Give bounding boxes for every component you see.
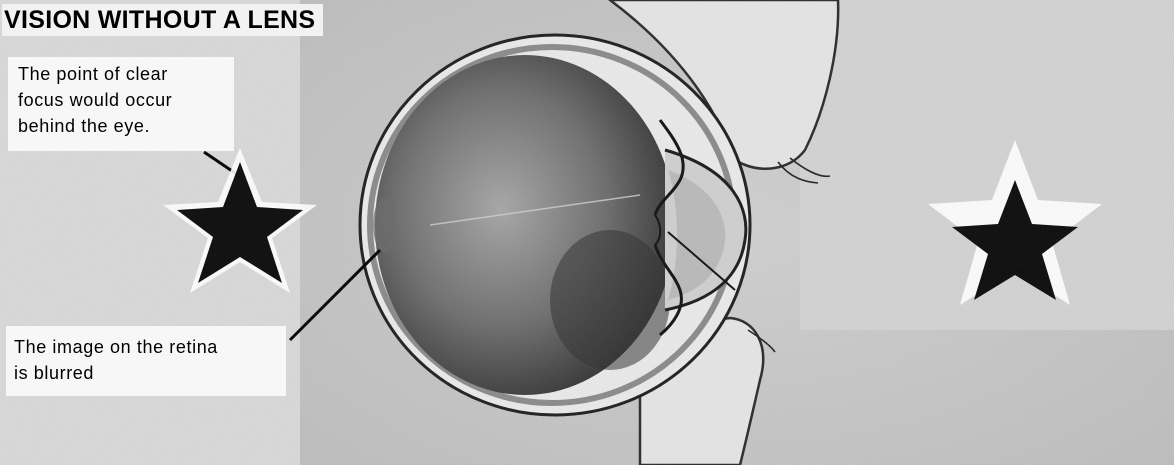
retina-callout-line-2: is blurred (14, 360, 280, 386)
retina-callout: The image on the retina is blurred (6, 326, 286, 396)
retina-callout-line-1: The image on the retina (14, 334, 280, 360)
focus-callout-line-1: The point of clear (18, 61, 228, 87)
focus-callout-line-3: behind the eye. (18, 113, 228, 139)
focus-callout-line-2: focus would occur (18, 87, 228, 113)
diagram-title: VISION WITHOUT A LENS (2, 4, 323, 36)
focus-callout: The point of clear focus would occur beh… (8, 57, 234, 151)
